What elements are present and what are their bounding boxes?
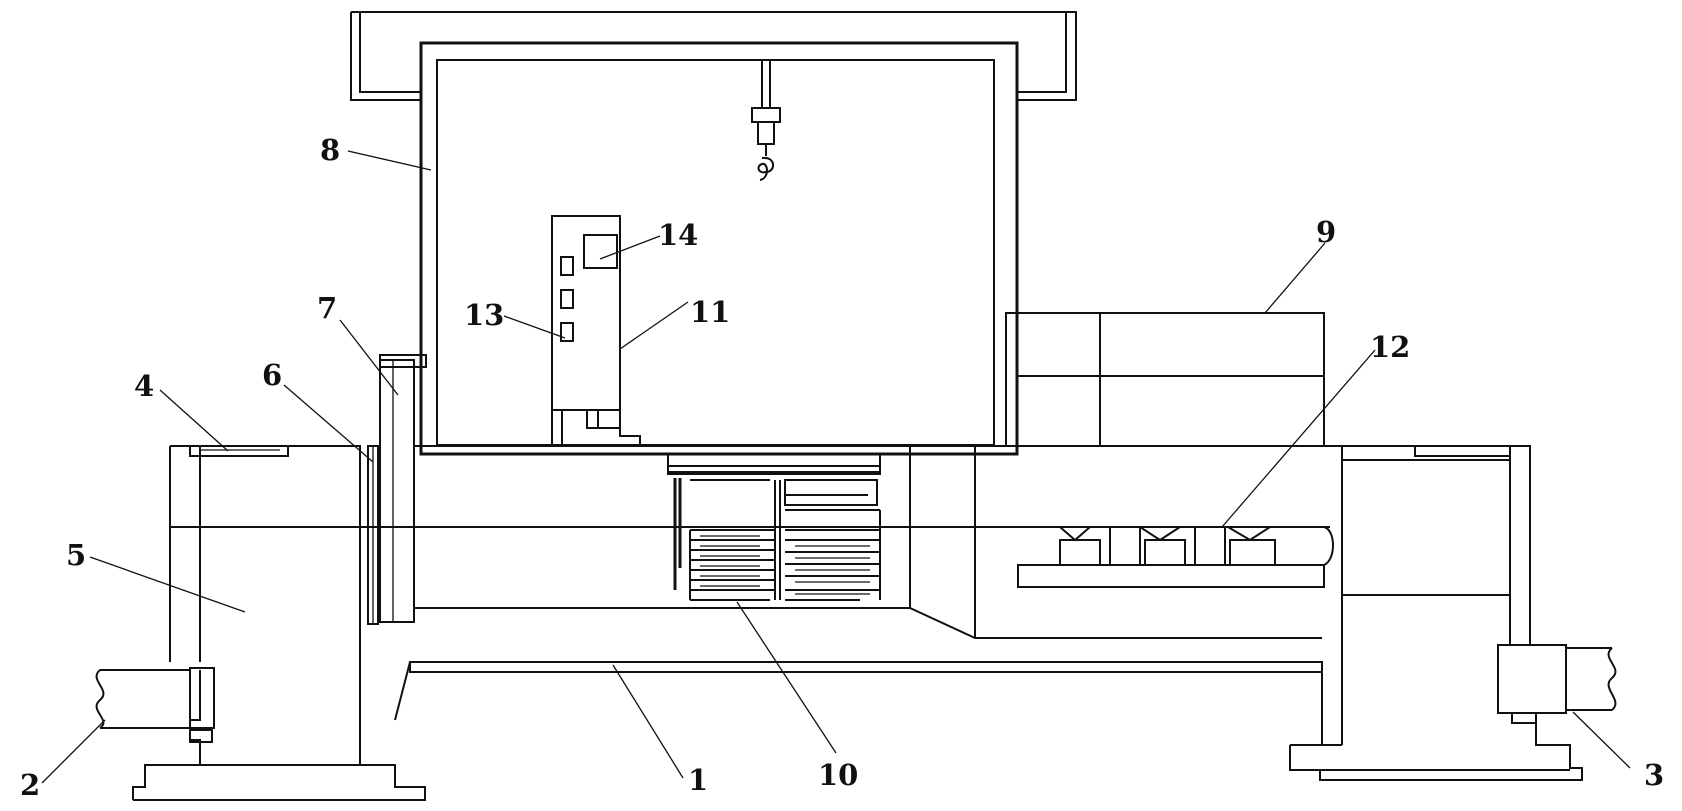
part-13-buttons [560,256,574,342]
right-foot-plate [1289,723,1583,781]
leader-lines [41,150,1631,784]
callout-8: 8 [320,133,340,167]
callout-3: 3 [1644,758,1664,792]
callout-2: 2 [20,768,40,802]
part-11-control-box [551,215,641,445]
part-5-left-housing [169,445,1330,765]
part-8-cabinet [350,11,1077,456]
part-10-coil-assembly [667,454,881,601]
part-3-right-shaft [1497,644,1617,724]
callout-4: 4 [134,369,154,403]
part-2-left-shaft [95,667,215,743]
callout-9: 9 [1316,215,1336,249]
callout-1: 1 [688,763,708,797]
callout-14: 14 [658,218,698,252]
callout-labels: 1 2 3 4 5 6 7 8 9 10 11 12 13 14 [20,133,1664,802]
part-9-right-box [1005,312,1531,638]
left-foot-plate [132,670,426,801]
callout-11: 11 [690,295,730,329]
part-6-flange [367,445,379,625]
part-14-display [583,234,618,269]
hook-nozzle [751,60,781,181]
callout-6: 6 [262,358,282,392]
callout-7: 7 [317,291,337,325]
part-4-top-plate [189,446,289,457]
part-7-clamp-plate [379,354,427,623]
part-1-base-frame [394,661,1323,745]
callout-5: 5 [66,538,86,572]
right-housing [1341,446,1531,745]
part-12-tray [1017,526,1334,588]
callout-13: 13 [464,298,504,332]
callout-12: 12 [1370,330,1410,364]
callout-10: 10 [818,758,858,792]
